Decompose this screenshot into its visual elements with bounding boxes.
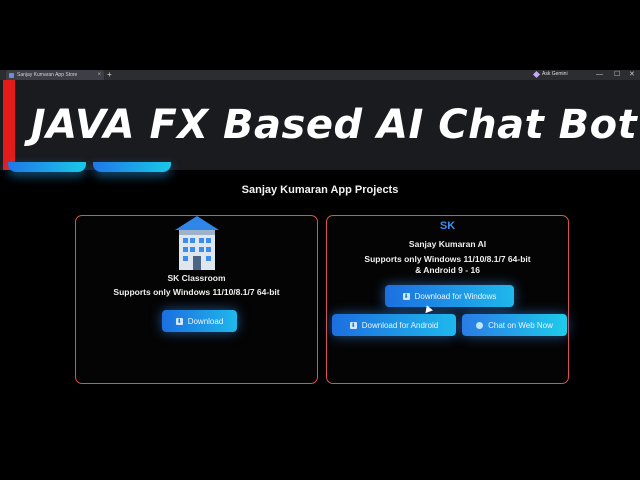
- tab-title: Sanjay Kumaran App Store: [17, 72, 78, 78]
- favicon-icon: [9, 72, 14, 78]
- classroom-support: Supports only Windows 11/10/8.1/7 64-bit: [113, 287, 280, 297]
- close-window-button[interactable]: ✕: [629, 71, 635, 78]
- ai-card: SK Sanjay Kumaran AI Supports only Windo…: [326, 215, 569, 384]
- maximize-button[interactable]: ☐: [614, 71, 621, 78]
- ask-gemini-label: Ask Gemini: [542, 71, 568, 77]
- classroom-name: SK Classroom: [167, 273, 226, 283]
- classroom-card: SK Classroom Supports only Windows 11/10…: [75, 215, 318, 384]
- sk-logo: SK: [439, 220, 456, 232]
- browser-tab[interactable]: Sanjay Kumaran App Store ×: [6, 70, 104, 80]
- banner-title: JAVA FX Based AI Chat Bot: [30, 102, 638, 148]
- download-icon: ⬇: [175, 317, 183, 325]
- tab-close-icon[interactable]: ×: [97, 72, 101, 78]
- ai-name: Sanjay Kumaran AI: [408, 239, 487, 249]
- classroom-download-label: Download: [187, 316, 224, 326]
- partial-button-left[interactable]: [8, 162, 86, 172]
- minimize-button[interactable]: —: [596, 71, 603, 78]
- partial-button-right[interactable]: [93, 162, 171, 172]
- download-android-button[interactable]: ⬇ Download for Android: [332, 314, 456, 336]
- chat-web-label: Chat on Web Now: [488, 320, 553, 330]
- ai-support-line1: Supports only Windows 11/10/8.1/7 64-bit: [364, 254, 531, 264]
- browser-tab-bar: Sanjay Kumaran App Store × + Ask Gemini …: [0, 70, 640, 80]
- download-android-label: Download for Android: [361, 320, 439, 330]
- download-windows-button[interactable]: ⬇ Download for Windows: [385, 285, 514, 307]
- download-windows-label: Download for Windows: [414, 291, 497, 301]
- gemini-icon: [532, 70, 541, 78]
- classroom-download-button[interactable]: ⬇ Download: [162, 310, 237, 332]
- new-tab-button[interactable]: +: [107, 70, 112, 79]
- ai-support-line2: & Android 9 - 16: [415, 265, 480, 275]
- chat-web-button[interactable]: Chat on Web Now: [462, 314, 567, 336]
- download-icon: ⬇: [349, 321, 357, 329]
- title-banner: [0, 80, 640, 170]
- school-building-icon: [175, 216, 219, 270]
- banner-accent-bar: [3, 80, 15, 170]
- download-icon: ⬇: [402, 292, 410, 300]
- ask-gemini-button[interactable]: Ask Gemini: [532, 70, 568, 78]
- globe-icon: [476, 321, 484, 329]
- page-heading: Sanjay Kumaran App Projects: [241, 184, 399, 196]
